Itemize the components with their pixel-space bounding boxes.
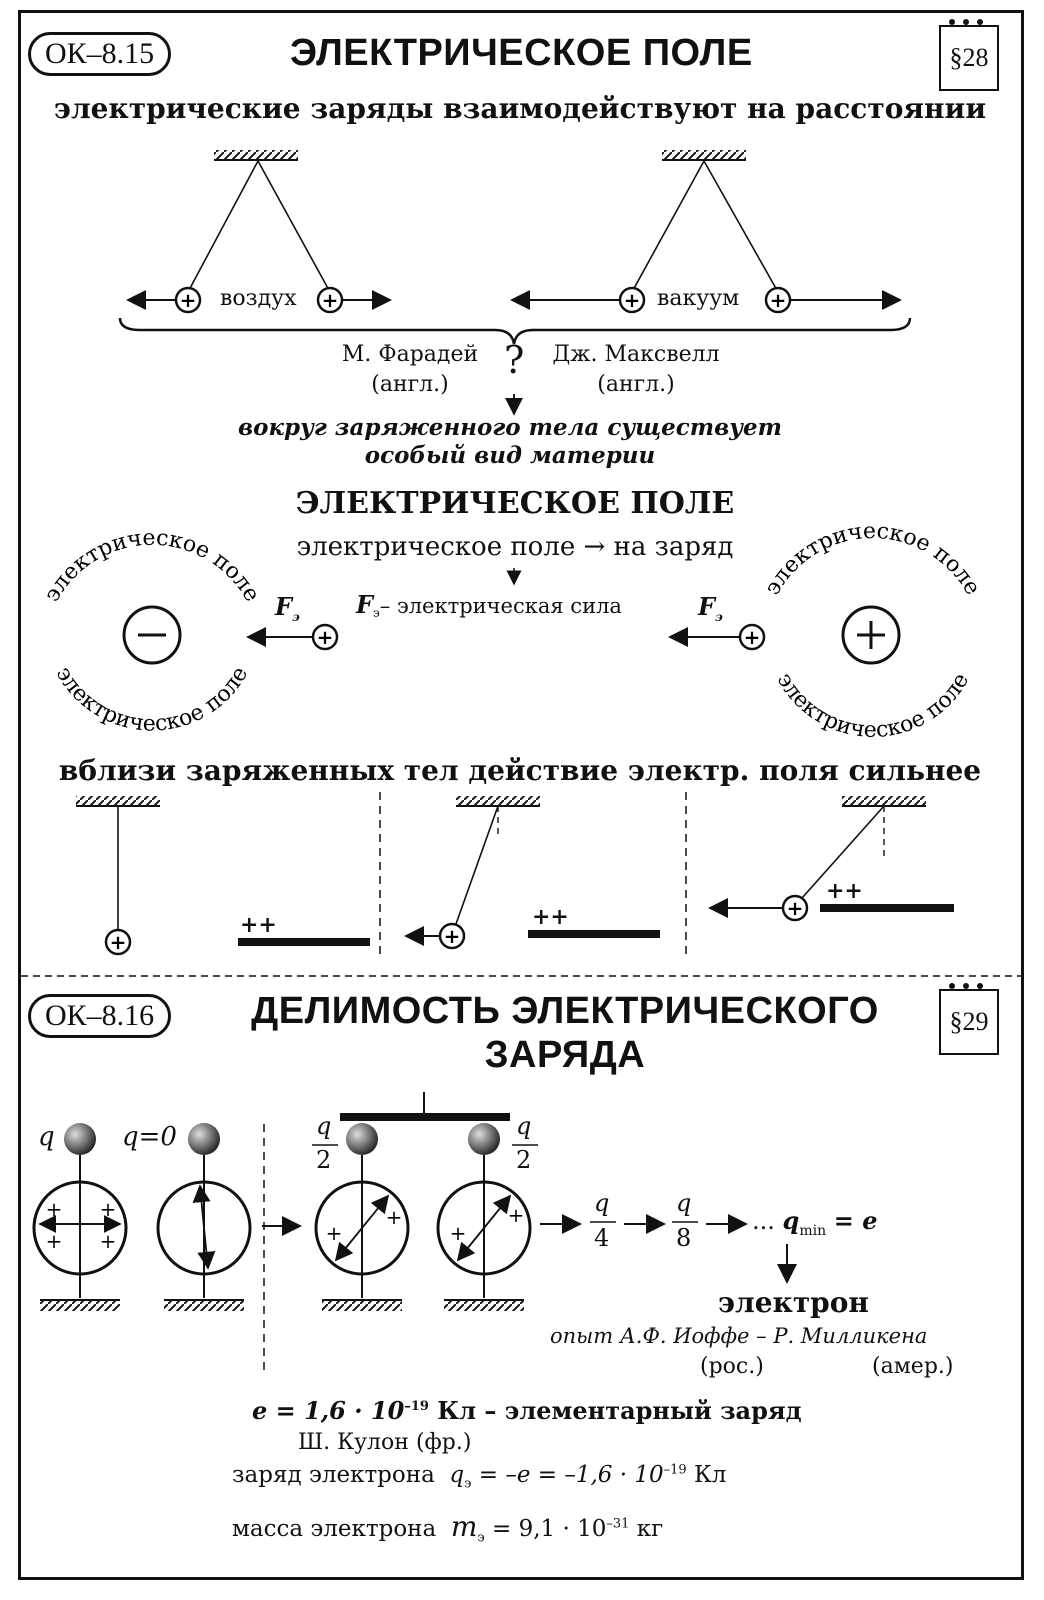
panel-near: + [708, 796, 954, 922]
paragraph-number: §28 [949, 43, 989, 72]
field-heading: ЭЛЕКТРИЧЕСКОЕ ПОЛЕ [295, 486, 735, 521]
electroscope-charged: + + + + [32, 1123, 128, 1311]
notebook-icon-2 [939, 983, 999, 1055]
svg-text:+: + [450, 1221, 467, 1245]
svg-text:+: + [100, 1197, 117, 1221]
svg-text:+: + [46, 1229, 63, 1253]
plate-charge-far: ++ [240, 912, 277, 938]
field-arc-bottom-right: электрическое поле [772, 669, 974, 743]
electroscope-half-a: + + [314, 1123, 410, 1311]
half-num-b: q [516, 1112, 532, 1140]
eighth-den: 8 [676, 1224, 692, 1252]
medium-air-label: воздух [220, 286, 297, 311]
coulomb-credit: Ш. Кулон (фр.) [298, 1430, 472, 1455]
pendulum-vacuum: + + [510, 150, 902, 314]
svg-text:+: + [744, 625, 761, 649]
quarter-num: q [594, 1189, 610, 1217]
field-on-charge: электрическое поле → на заряд [296, 532, 734, 562]
test-charge-right: + [668, 623, 766, 651]
svg-text:+: + [444, 924, 461, 948]
svg-text:+: + [770, 288, 787, 312]
question-mark: ? [504, 338, 525, 382]
field-arc-bottom-left: электрическое поле [51, 663, 254, 737]
connecting-bar [340, 1092, 510, 1121]
page-frame [18, 10, 1024, 1580]
svg-text:+: + [46, 1197, 63, 1221]
conclusion-line-2: особый вид материи [364, 442, 656, 469]
paragraph-number-2: §29 [949, 1007, 989, 1036]
svg-text:+: + [100, 1229, 117, 1253]
svg-text:+: + [180, 288, 197, 312]
negative-charge [122, 605, 182, 665]
electroscope-half-b: + + [436, 1123, 532, 1311]
maxwell-name: Дж. Максвелл [552, 342, 720, 367]
faraday-origin: (англ.) [371, 372, 449, 397]
notebook-icon [939, 19, 999, 91]
plate-charge-mid: ++ [532, 904, 569, 930]
section-subtitle: электрические заряды взаимодействуют на … [53, 92, 987, 125]
force-label-right: Fэ [698, 592, 723, 624]
section-title-2-line-1: ДЕЛИМОСТЬ ЭЛЕКТРИЧЕСКОГО [251, 990, 879, 1032]
half-num-a: q [316, 1112, 332, 1140]
svg-text:+: + [322, 288, 339, 312]
positive-charge [841, 605, 901, 665]
qmin-expression: ... qmin = e [752, 1206, 878, 1239]
svg-text:+: + [317, 625, 334, 649]
force-definition: Fэ– электрическая сила [356, 590, 622, 621]
half-den-a: 2 [316, 1146, 332, 1174]
conclusion-line-1: вокруг заряженного тела существует [238, 414, 782, 441]
electron-label: электрон [718, 1286, 869, 1319]
origin-us: (амер.) [872, 1354, 954, 1379]
pendulum-air: + + [126, 150, 392, 314]
svg-text:+: + [386, 1205, 403, 1229]
test-charge-left: + [246, 623, 339, 651]
charge-zero: q=0 [122, 1122, 177, 1152]
brace [118, 317, 912, 345]
maxwell-origin: (англ.) [597, 372, 675, 397]
charge-q: q [38, 1122, 55, 1152]
origin-ru: (рос.) [700, 1354, 764, 1379]
elementary-charge-line: e = 1,6 · 10–19 Кл – элементарный заряд [252, 1396, 802, 1425]
eighth-num: q [676, 1189, 692, 1217]
svg-text:+: + [110, 930, 127, 954]
half-den-b: 2 [516, 1146, 532, 1174]
near-bodies-statement: вблизи заряженных тел действие электр. п… [58, 754, 982, 787]
panel-far: + [76, 796, 370, 956]
panel-mid: + [404, 796, 660, 950]
svg-text:+: + [508, 1203, 525, 1227]
electroscope-neutral [156, 1123, 252, 1311]
quarter-den: 4 [594, 1224, 610, 1252]
svg-text:+: + [787, 896, 804, 920]
section-title-2-line-2: ЗАРЯДА [484, 1034, 646, 1076]
medium-vacuum-label: вакуум [657, 286, 740, 311]
plate-charge-near: ++ [826, 878, 863, 904]
force-label-left: Fэ [275, 592, 300, 624]
electron-mass-line: масса электрона mэ = 9,1 · 10–31 кг [232, 1510, 664, 1546]
experiment-label: опыт А.Ф. Иоффе – Р. Милликена [550, 1324, 928, 1348]
svg-text:+: + [326, 1221, 343, 1245]
svg-text:+: + [624, 288, 641, 312]
section-badge-2: ОК–8.16 [28, 994, 172, 1038]
electron-charge-line: заряд электрона qэ = –e = –1,6 · 10–19 К… [232, 1462, 727, 1492]
section-badge: ОК–8.15 [28, 32, 172, 76]
section-title: ЭЛЕКТРИЧЕСКОЕ ПОЛЕ [290, 32, 753, 74]
faraday-name: М. Фарадей [341, 342, 479, 367]
